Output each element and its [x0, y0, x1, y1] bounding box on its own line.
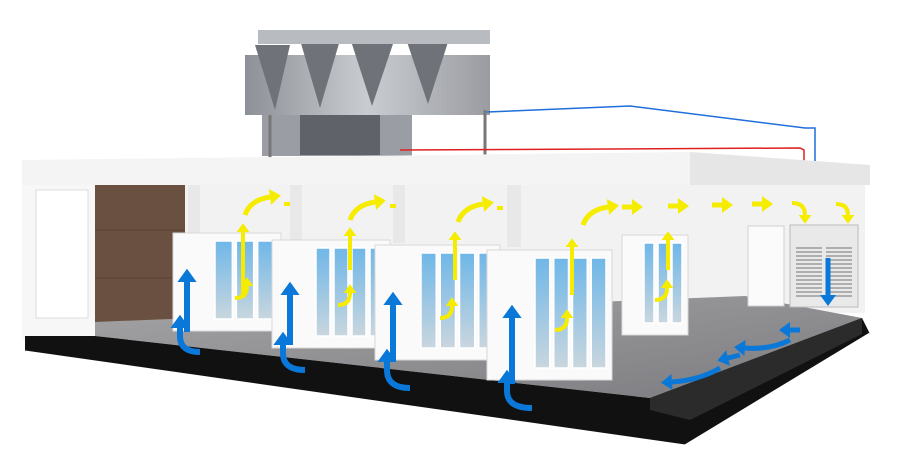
hot-air-up-arrow: [565, 238, 579, 295]
cold-air-bend-arrow: [170, 314, 201, 355]
supply-pipe: [486, 105, 816, 225]
hot-air-curve-arrow: [242, 189, 281, 216]
hot-air-curve-arrow: [455, 196, 494, 223]
hot-air-up-arrow: [236, 223, 250, 298]
hot-air-up-arrow: [448, 231, 462, 280]
hot-air-up-arrow: [343, 227, 357, 270]
hot-air-curve-arrow: [580, 199, 619, 226]
roof-slab: [22, 152, 870, 185]
hot-air-exhaust-arrow: [554, 309, 574, 332]
wood-panel: [95, 183, 185, 328]
hot-air-dash: [390, 204, 396, 208]
plenum-cold-air-arrow: [717, 350, 741, 366]
plenum-cold-air-arrow: [779, 322, 800, 338]
hot-air-dash: [497, 206, 503, 210]
hot-air-return-down-arrow: [791, 201, 812, 224]
hot-air-exhaust-arrow: [439, 297, 459, 320]
plenum-cold-air-arrow: [734, 337, 792, 356]
plenum-cold-air-arrow: [661, 365, 722, 390]
hot-air-return-arrow: [668, 198, 689, 214]
hot-air-exhaust-arrow: [234, 277, 254, 300]
cold-air-up-arrow: [280, 281, 300, 345]
hot-air-dash: [284, 202, 290, 206]
hot-air-exhaust-arrow: [337, 284, 357, 307]
floor-base: [25, 318, 870, 446]
server-rack-row: [621, 234, 689, 336]
room-door: [747, 225, 785, 307]
hot-air-return-arrow: [712, 197, 733, 213]
cold-air-bend-arrow: [377, 348, 411, 391]
cold-air-up-arrow: [383, 291, 403, 362]
hot-air-return-arrow: [752, 196, 773, 212]
hot-air-exhaust-arrow: [654, 279, 674, 302]
hot-air-curve-arrow: [347, 194, 386, 221]
cold-air-up-arrow: [177, 268, 197, 332]
crac-cold-air-down-arrow: [820, 258, 836, 306]
hot-air-return-arrow: [622, 199, 643, 215]
cold-air-up-arrow: [502, 304, 522, 384]
hot-air-return-down-arrow: [835, 202, 855, 224]
rooftop-chiller: [245, 30, 490, 158]
hot-air-up-arrow: [661, 231, 675, 270]
cold-air-bend-arrow: [497, 369, 533, 411]
crac-unit: [789, 224, 859, 308]
cold-air-bend-arrow: [273, 331, 306, 373]
